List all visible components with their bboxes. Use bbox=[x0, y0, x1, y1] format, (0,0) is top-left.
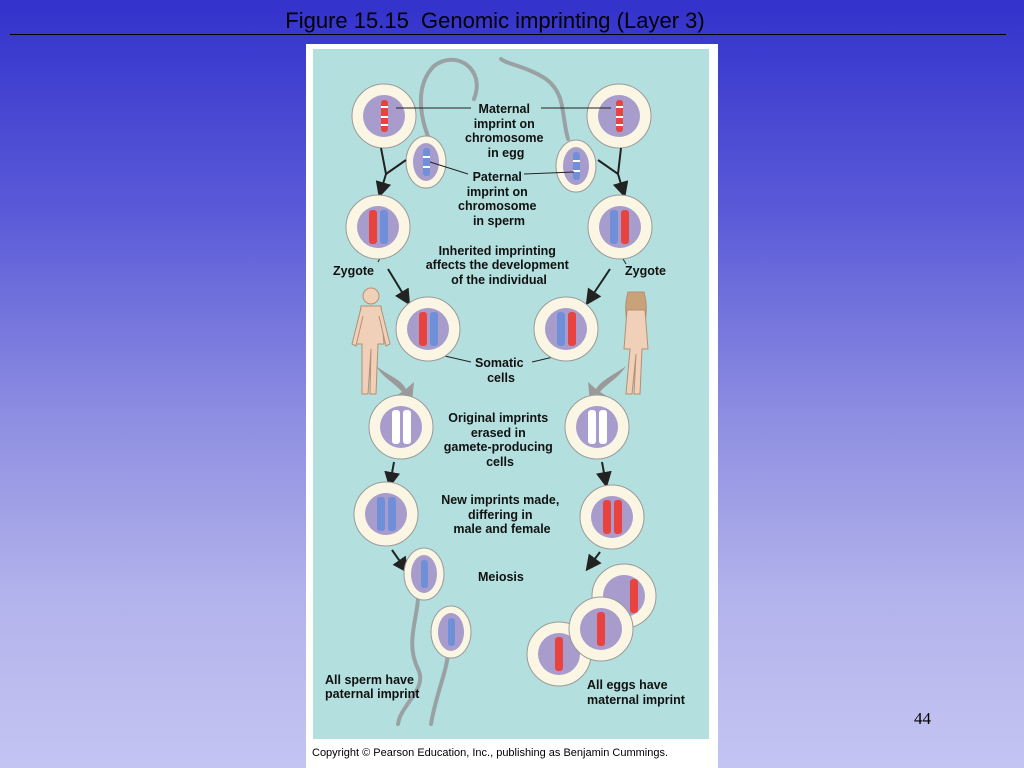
figure-panel: Maternal imprint on chromosome in egg Pa… bbox=[306, 44, 718, 768]
figure-background bbox=[313, 49, 709, 739]
new-imprint-cell-icon bbox=[579, 484, 645, 550]
sperm-icon bbox=[405, 135, 447, 189]
sperm-tail-left-top bbox=[418, 57, 570, 146]
sperm-icon bbox=[403, 547, 445, 601]
zygote-label-right: Zygote bbox=[625, 264, 666, 278]
arrow-icon bbox=[376, 366, 626, 402]
somatic-cells-label: Somatic cells bbox=[475, 356, 527, 385]
gamete-producing-cell-icon bbox=[368, 394, 434, 460]
arrow-icon bbox=[387, 268, 611, 306]
imprinting-diagram: Maternal imprint on chromosome in egg Pa… bbox=[313, 49, 709, 739]
egg-cell-icon bbox=[586, 83, 652, 149]
all-eggs-label: All eggs have maternal imprint bbox=[587, 678, 686, 707]
sperm-icon bbox=[430, 605, 472, 659]
zygote-icon bbox=[587, 194, 653, 260]
maternal-imprint-label: Maternal imprint on chromosome in egg bbox=[465, 102, 547, 160]
somatic-cell-icon bbox=[395, 296, 461, 362]
arrow-icon bbox=[384, 461, 612, 488]
page-number: 44 bbox=[914, 709, 931, 728]
meiosis-label: Meiosis bbox=[478, 570, 524, 584]
inherited-imprinting-label: Inherited imprinting affects the develop… bbox=[426, 244, 573, 287]
copyright-notice: Copyright © Pearson Education, Inc., pub… bbox=[312, 747, 669, 759]
new-imprint-cell-icon bbox=[353, 481, 419, 547]
arrow-icon bbox=[391, 549, 602, 574]
zygote-icon bbox=[345, 194, 411, 260]
imprints-erased-label: Original imprints erased in gamete-produ… bbox=[444, 411, 557, 469]
slide-title: Figure 15.15 Genomic imprinting (Layer 3… bbox=[285, 8, 705, 33]
female-figure-icon bbox=[623, 291, 649, 395]
somatic-cell-icon bbox=[533, 296, 599, 362]
title-divider bbox=[10, 34, 1006, 35]
egg-cell-icon bbox=[351, 83, 417, 149]
sperm-icon bbox=[555, 139, 597, 193]
gamete-producing-cell-icon bbox=[564, 394, 630, 460]
all-sperm-label: All sperm have paternal imprint bbox=[325, 673, 420, 701]
zygote-label-left: Zygote bbox=[333, 264, 374, 278]
arrow-icon bbox=[375, 147, 629, 198]
male-figure-icon bbox=[351, 287, 391, 395]
egg-cell-icon bbox=[568, 596, 634, 662]
paternal-imprint-label: Paternal imprint on chromosome in sperm bbox=[458, 170, 540, 228]
new-imprints-label: New imprints made, differing in male and… bbox=[441, 493, 563, 536]
sperm-tail bbox=[396, 597, 450, 726]
